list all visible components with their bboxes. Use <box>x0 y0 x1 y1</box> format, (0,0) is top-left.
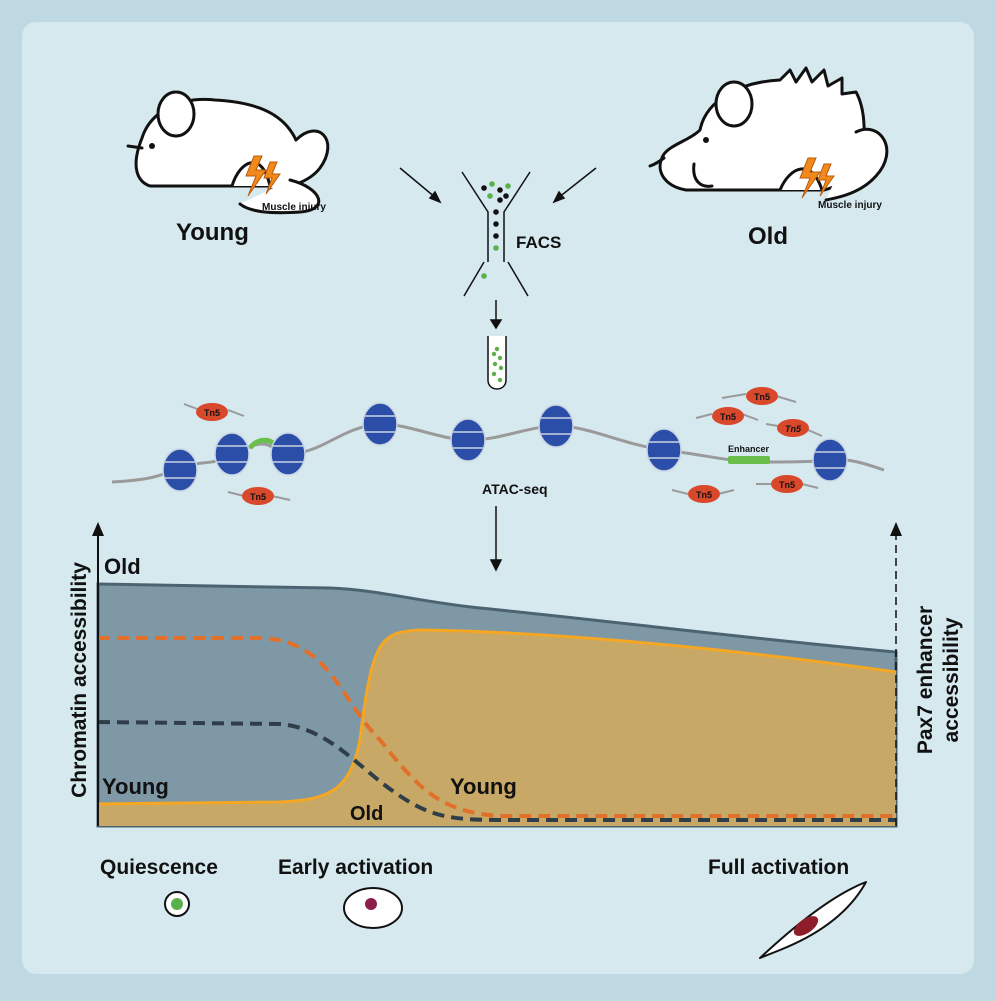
tn5-icon: Tn5 <box>756 475 819 493</box>
young-enhancer-dashed-line <box>98 636 896 818</box>
young-accessibility-area <box>98 630 896 826</box>
tn5-label: Tn5 <box>696 490 712 500</box>
arrow-facs-to-tube <box>489 300 503 330</box>
young-mid-label: Young <box>450 774 517 799</box>
nucleosome-icon <box>450 418 486 462</box>
tn5-icon: Tn5 <box>227 487 291 505</box>
nucleosome-icon <box>812 438 848 482</box>
tn5-label: Tn5 <box>779 480 795 490</box>
tube-icon <box>487 336 507 390</box>
tn5-icon: Tn5 <box>765 419 823 437</box>
arrow-atac-to-chart <box>489 506 503 572</box>
young-mouse-eye <box>149 143 155 149</box>
young-mouse-label: Young <box>176 219 249 246</box>
quiescent-cell-icon <box>164 891 190 917</box>
y-axis-right-label-line1: Pax7 enhancer <box>914 606 937 754</box>
nucleosome-icon <box>214 432 250 476</box>
tn5-label: Tn5 <box>720 412 736 422</box>
quiescence-label: Quiescence <box>100 856 218 879</box>
nucleosome-icon <box>162 448 198 492</box>
full-activation-label: Full activation <box>708 856 849 879</box>
tn5-icon: Tn5 <box>183 403 245 421</box>
nucleosome-icon <box>362 402 398 446</box>
lightning-icon-young <box>245 155 281 197</box>
old-enhancer-dashed-line <box>97 720 896 822</box>
tn5-icon: Tn5 <box>721 387 797 405</box>
y-axis-right-arrow <box>890 522 902 536</box>
tn5-label: Tn5 <box>204 408 220 418</box>
tn5-label: Tn5 <box>754 392 770 402</box>
tn5-label: Tn5 <box>250 492 266 502</box>
early-activation-label: Early activation <box>278 856 433 879</box>
nucleosome-icon <box>538 404 574 448</box>
old-top-label: Old <box>104 554 141 579</box>
y-axis-right-label-line2: accessibility <box>940 617 963 742</box>
old-mid-label: Old <box>350 803 383 825</box>
facs-funnel-icon <box>461 171 531 297</box>
lightning-icon-old <box>799 157 835 199</box>
young-mouse-icon <box>126 90 330 215</box>
tn5-icon: Tn5 <box>671 485 735 503</box>
young-left-label: Young <box>102 774 169 799</box>
old-mouse-eye <box>703 137 709 143</box>
enhancer-label: Enhancer <box>728 444 770 454</box>
full-activation-cell-icon <box>759 881 867 959</box>
nucleosome-icons <box>162 402 848 492</box>
tn5-label: Tn5 <box>785 424 802 434</box>
early-activation-cell-icon <box>343 887 403 929</box>
tn5-enzymes: Tn5 Tn5 Tn5 Tn5 Tn5 Tn5 Tn5 <box>183 387 823 505</box>
nucleosome-icon <box>270 432 306 476</box>
old-injury-label: Muscle injury <box>818 200 882 211</box>
old-mouse-label: Old <box>748 223 788 250</box>
facs-cells <box>481 181 511 279</box>
tn5-icon: Tn5 <box>695 407 759 425</box>
young-injury-label: Muscle injury <box>262 202 326 213</box>
y-axis-left-label: Chromatin accessibility <box>68 562 91 798</box>
arrow-young-to-facs <box>399 167 442 204</box>
chart: Old Young Young Old Chromatin accessibil… <box>68 522 963 828</box>
arrow-old-to-facs <box>552 167 597 204</box>
atac-label: ATAC-seq <box>482 481 548 497</box>
young-accessibility-line <box>97 628 897 806</box>
y-axis-left-arrow <box>92 522 104 536</box>
enhancer-region <box>728 456 770 464</box>
facs-label: FACS <box>516 233 561 252</box>
nucleosome-icon <box>646 428 682 472</box>
